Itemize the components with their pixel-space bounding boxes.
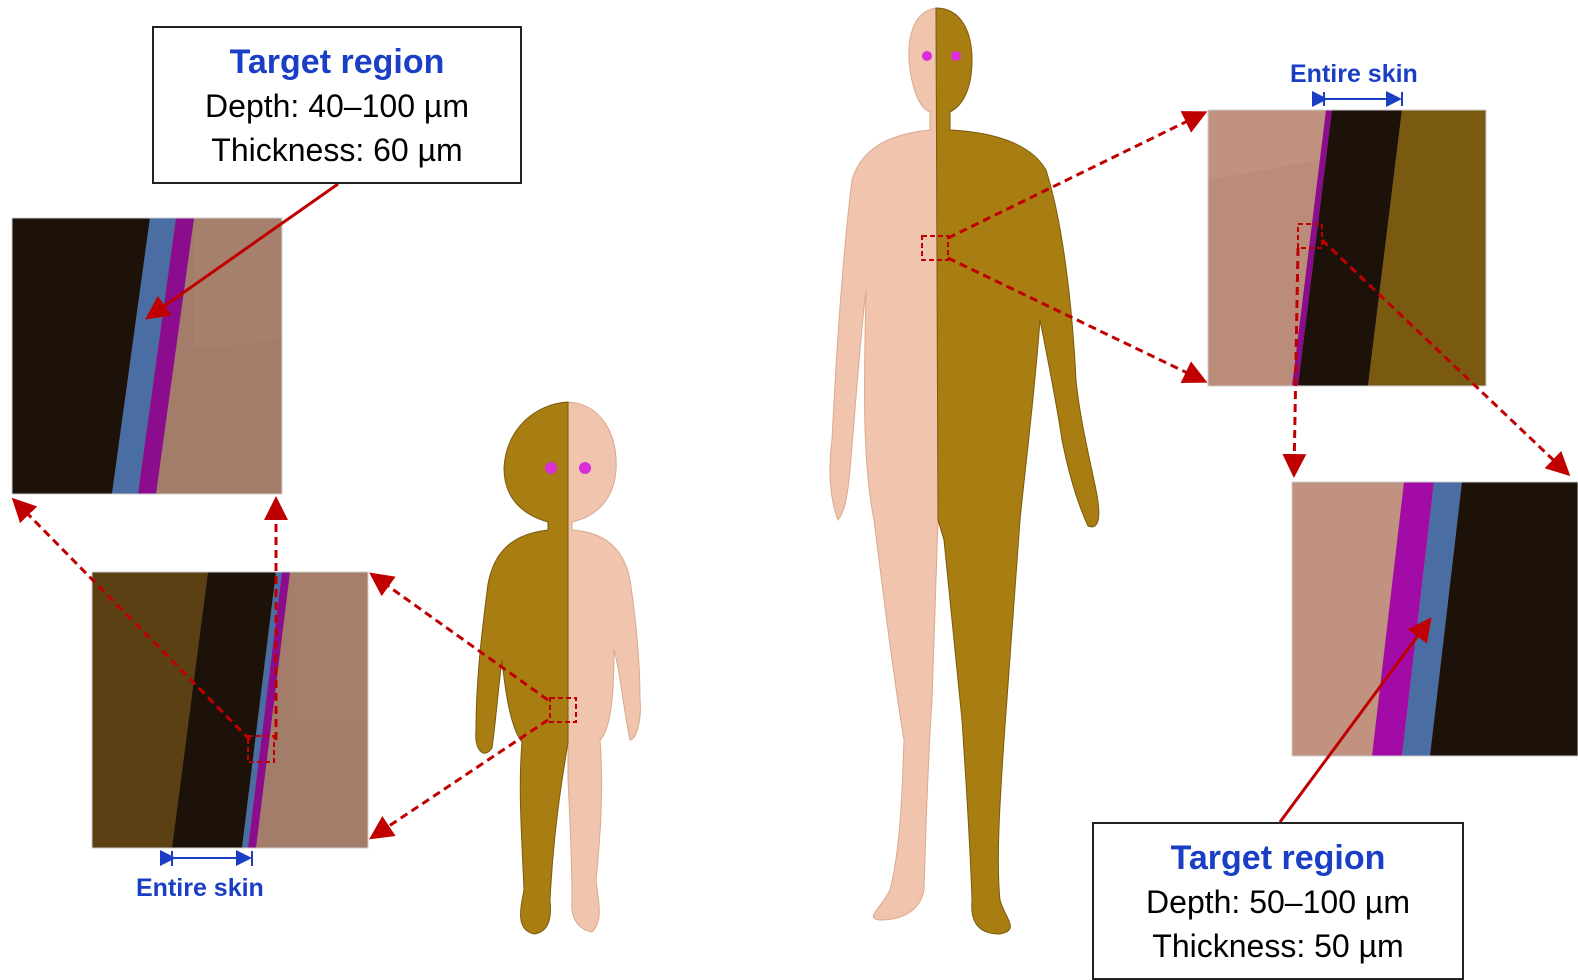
callout-thickness: Thickness: 60 µm: [154, 128, 520, 172]
entire-skin-label-right: Entire skin: [1290, 60, 1418, 89]
zoom-panel-adult-detail: [1292, 482, 1578, 756]
callout-depth: Depth: 40–100 µm: [154, 84, 520, 128]
entire-skin-measure-right: [1324, 92, 1402, 106]
callout-thickness: Thickness: 50 µm: [1094, 924, 1462, 968]
zoom-panel-child-detail: [12, 218, 282, 494]
adult-phantom: [830, 8, 1099, 934]
callout-depth: Depth: 50–100 µm: [1094, 880, 1462, 924]
entire-skin-measure-left: [172, 851, 252, 866]
zoom-panel-child-overview: [92, 572, 368, 848]
entire-skin-label-left: Entire skin: [136, 874, 264, 903]
child-phantom: [476, 402, 641, 934]
target-region-callout-left: Target region Depth: 40–100 µm Thickness…: [152, 26, 522, 184]
callout-title: Target region: [1094, 836, 1462, 880]
callout-title: Target region: [154, 40, 520, 84]
zoom-panel-adult-overview: [1208, 110, 1486, 386]
target-region-callout-right: Target region Depth: 50–100 µm Thickness…: [1092, 822, 1464, 980]
